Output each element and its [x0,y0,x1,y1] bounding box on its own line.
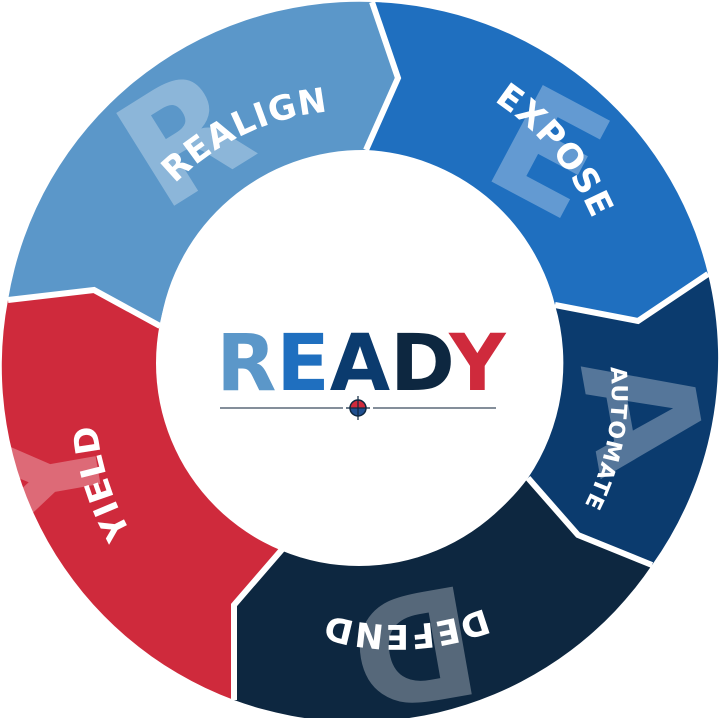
crosshair-divider [220,396,496,420]
segment-separators [7,1,710,700]
ghost-initial-defend: D [337,549,490,718]
center-letter-e: E [276,319,329,409]
center-letter-d: D [390,319,451,409]
segment-yield[interactable] [1,290,286,700]
center-title: READY [216,319,507,409]
segment-automate[interactable] [528,274,719,565]
segment-expose[interactable] [366,2,708,321]
center-letter-r: R [216,319,276,409]
segment-defend[interactable] [234,478,652,718]
center-disc [156,160,562,566]
segment-realign[interactable] [8,1,398,327]
center-letter-y: Y [448,319,507,409]
center-letter-a: A [330,319,390,409]
crosshair-icon [346,396,370,420]
